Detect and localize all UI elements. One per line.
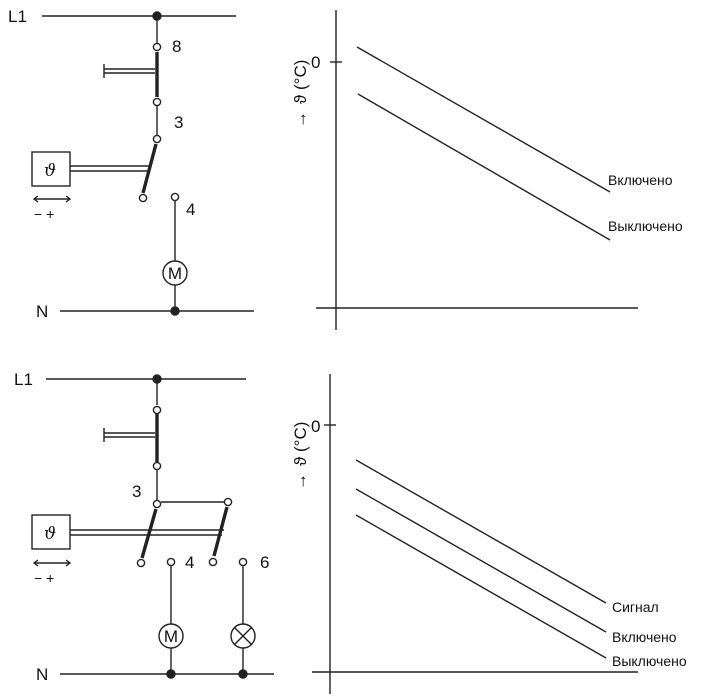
top-graph-line-on	[356, 46, 611, 193]
bottom-graph-zero-label: 0	[311, 417, 320, 436]
bottom-thermo-blade-1	[140, 508, 158, 559]
top-thermostat-sensor	[31, 151, 71, 187]
bottom-terminal-3-label: 3	[132, 482, 141, 501]
top-graph-zero-label: 0	[311, 53, 320, 72]
bottom-contact-open-1	[136, 558, 146, 568]
bottom-graph-label-off: Выключено	[612, 653, 687, 669]
top-phase-label: L1	[8, 7, 27, 26]
bottom-graph-arrow: →	[291, 473, 310, 490]
bottom-contact-6	[238, 557, 248, 567]
top-terminal-8-label: 8	[172, 37, 181, 56]
top-motor-label: M	[168, 264, 182, 283]
bottom-adjust-arrowhead-left	[32, 559, 39, 567]
bottom-neutral-label: N	[36, 665, 48, 684]
bottom-terminal-4-label: 4	[185, 553, 194, 572]
bottom-adjust-arrowhead-right	[65, 559, 72, 567]
top-graph-label-on: Включено	[608, 172, 673, 188]
top-contact-3-upper	[152, 97, 162, 107]
top-adjust-arrowhead-left	[32, 195, 39, 203]
top-graph-axis-label: ϑ (°C)	[291, 60, 310, 104]
top-graph-line-off	[357, 93, 611, 241]
top-adjust-arrowhead-right	[65, 195, 72, 203]
bottom-contact-4	[166, 557, 176, 567]
bottom-thermostat-sensor	[31, 514, 71, 550]
top-circuit: L1 8 3 ϑ − + 4 M N	[8, 7, 254, 321]
top-graph-label-off: Выключено	[608, 218, 683, 234]
bottom-phase-label: L1	[14, 370, 33, 389]
top-contact-3-open	[138, 193, 148, 203]
bottom-graph-label-on: Включено	[612, 629, 677, 645]
top-graph-arrow: →	[291, 111, 310, 128]
bottom-contact-3-lower	[152, 499, 162, 509]
bottom-thermostat-symbol: ϑ	[44, 524, 56, 544]
top-contact-4	[170, 192, 180, 202]
bottom-contact-signal-upper	[223, 497, 233, 507]
bottom-terminal-6-label: 6	[260, 553, 269, 572]
bottom-contact-3-upper	[152, 461, 162, 471]
top-contact-8-upper	[152, 42, 162, 52]
bottom-lamp-cross-2	[234, 627, 252, 645]
top-contact-3-lower	[152, 134, 162, 144]
bottom-circuit: L1 3 ϑ − + 4 M	[14, 370, 274, 684]
bottom-contact-upper	[152, 405, 162, 415]
top-thermo-blade	[141, 143, 158, 194]
top-thermostat-symbol: ϑ	[44, 161, 56, 181]
bottom-graph-axis-label: ϑ (°C)	[291, 422, 310, 466]
top-terminal-3-label: 3	[174, 113, 183, 132]
bottom-adjust-label: − +	[34, 570, 54, 586]
bottom-thermo-blade-2	[212, 506, 229, 557]
bottom-graph-line-off	[355, 514, 607, 659]
bottom-graph-line-signal	[355, 459, 607, 604]
bottom-contact-open-2	[208, 557, 218, 567]
top-terminal-4-label: 4	[186, 200, 195, 219]
top-neutral-label: N	[36, 302, 48, 321]
top-adjust-label: − +	[34, 206, 54, 222]
top-graph: 0 → ϑ (°C) Включено Выключено	[291, 10, 683, 330]
bottom-graph: 0 → ϑ (°C) Сигнал Включено Выключено	[291, 374, 687, 694]
bottom-graph-label-signal: Сигнал	[612, 599, 659, 615]
bottom-motor-label: M	[164, 627, 178, 646]
bottom-graph-line-on	[355, 488, 607, 633]
